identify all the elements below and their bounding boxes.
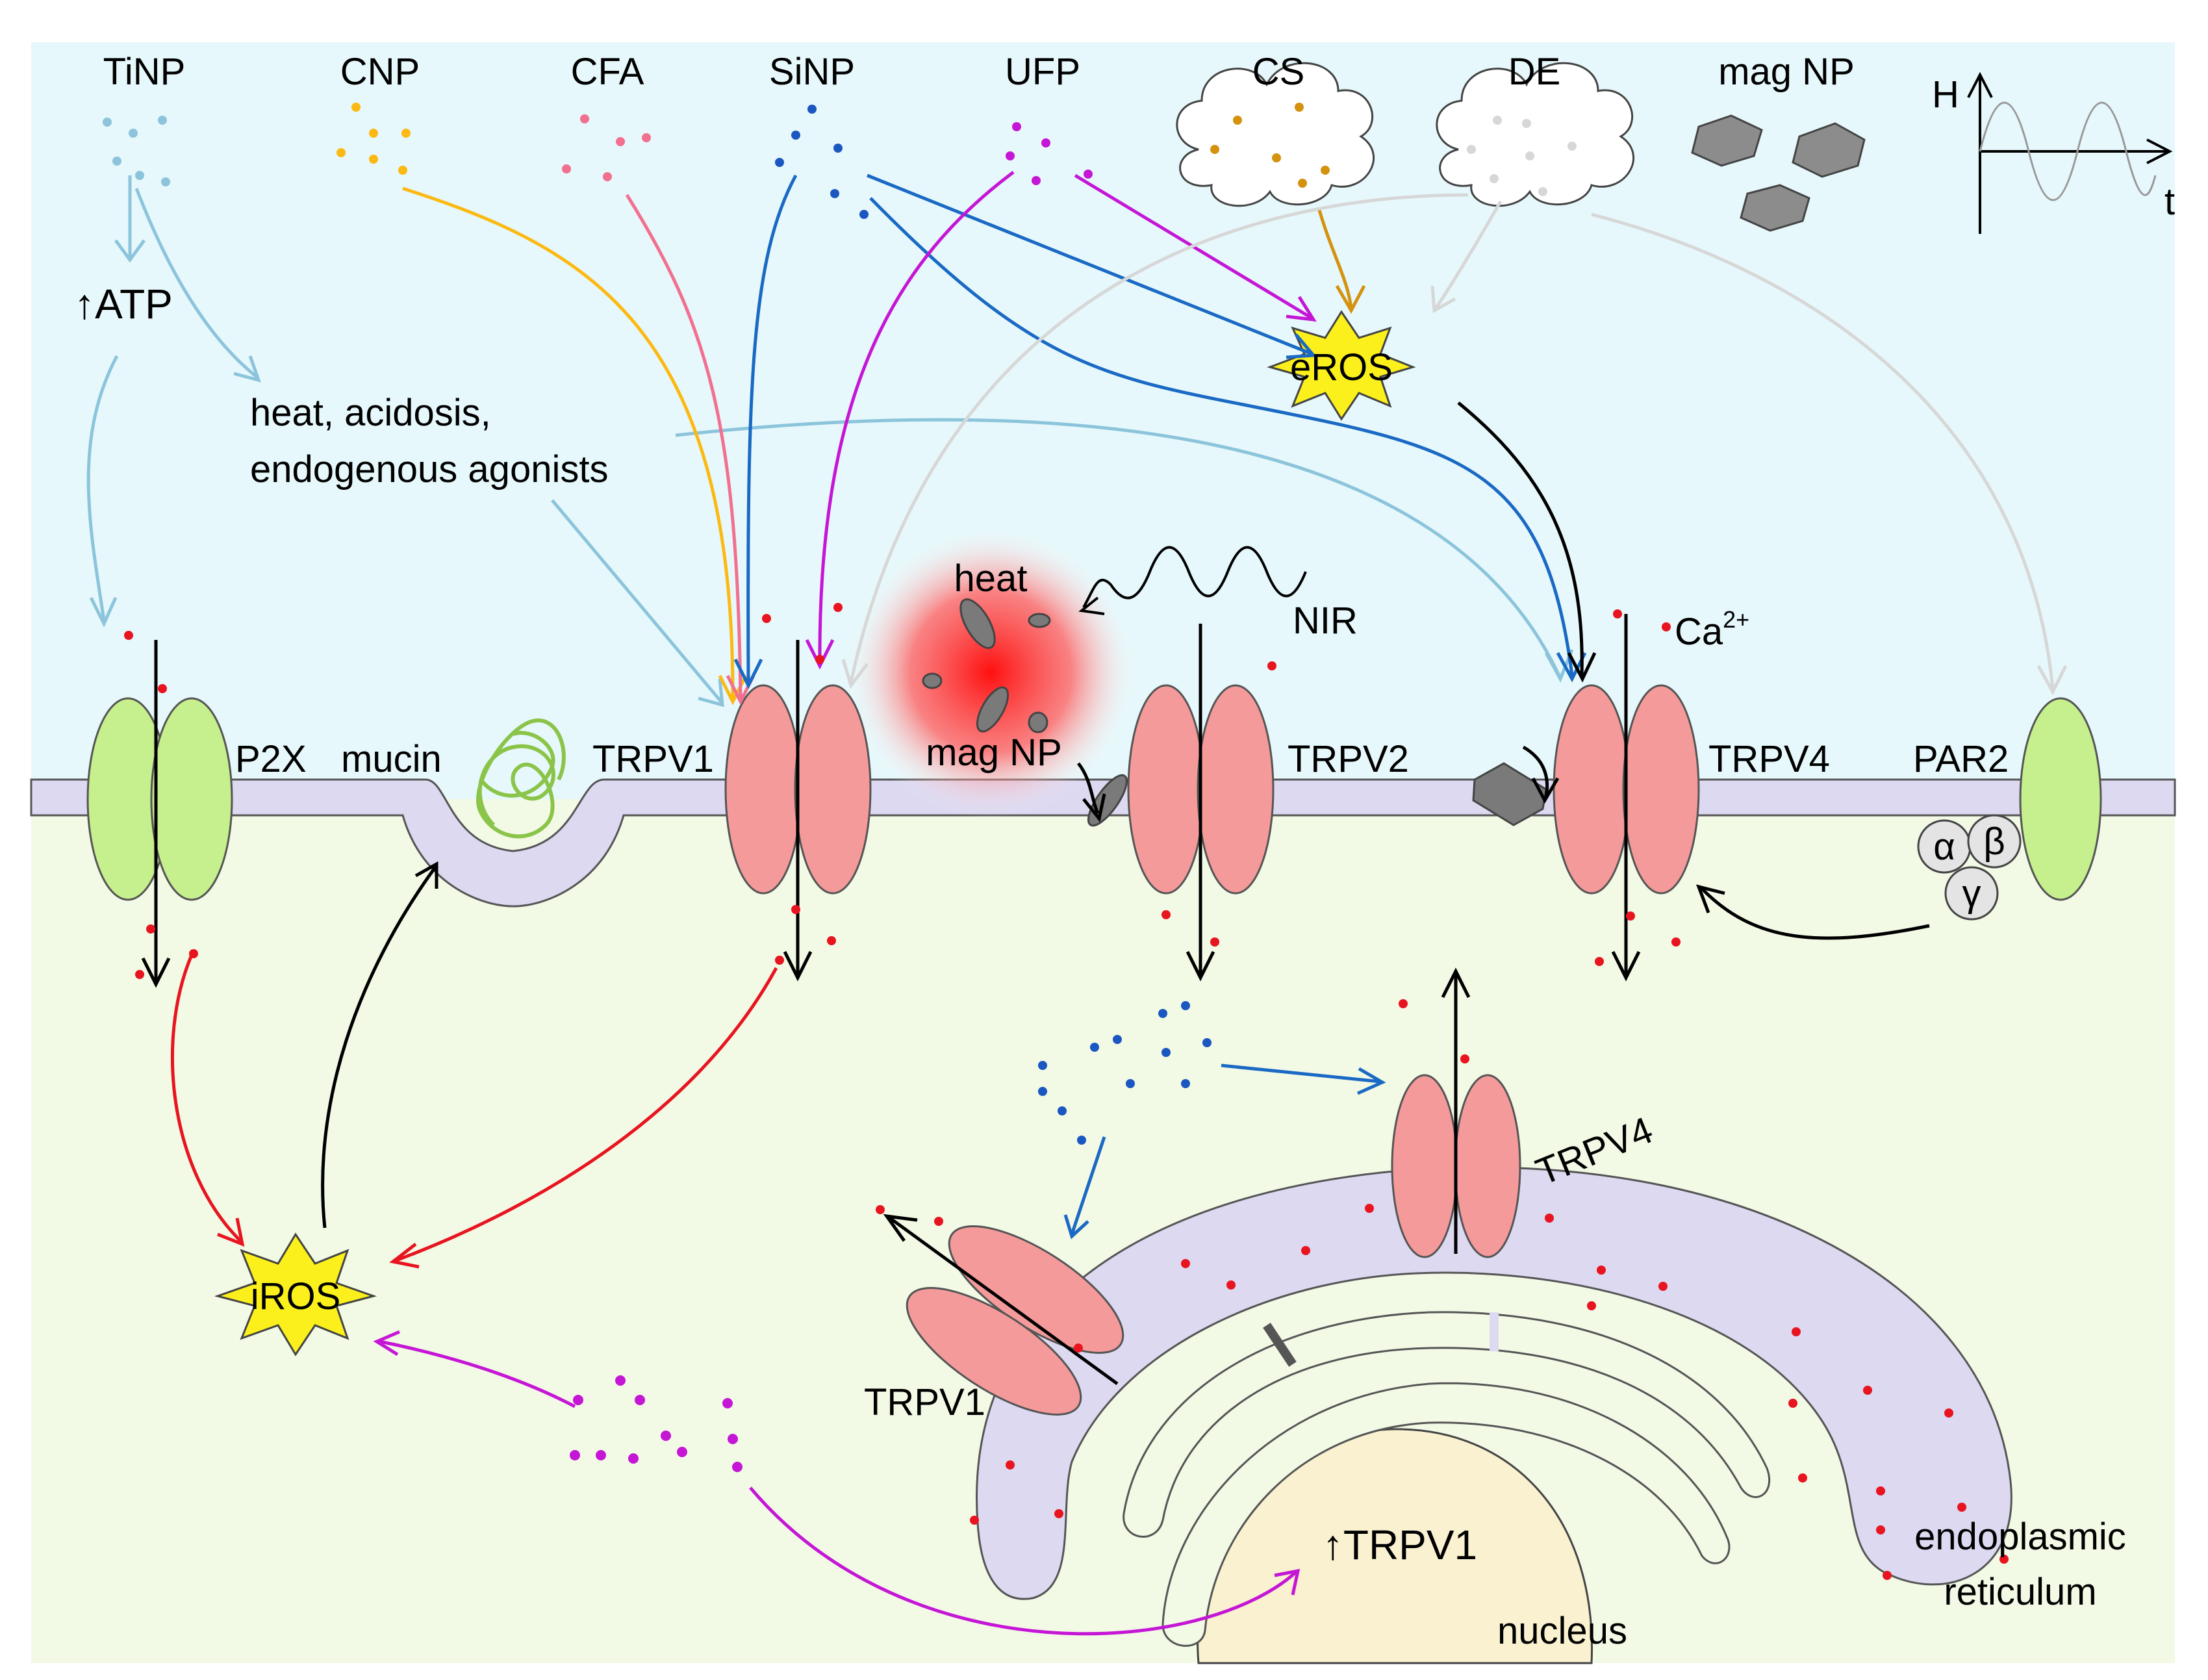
sinp-label: SiNP <box>769 51 855 93</box>
er-trpv1-flux-arrow <box>889 1216 1119 1386</box>
sinp-to-er-trpv4-arrow <box>1221 1063 1381 1084</box>
er-cisterna-1 <box>1123 1311 1771 1538</box>
atp-label: ↑ATP <box>74 281 173 327</box>
mucin-label: mucin <box>341 738 442 780</box>
heat-label: heat <box>954 557 1028 600</box>
ufp-to-trpv1-arrow <box>818 171 1015 663</box>
cytosolic-sinp-particles <box>1038 1001 1212 1145</box>
eros-label: eROS <box>1290 346 1393 388</box>
mucin-icon <box>476 718 566 839</box>
er-junction <box>1263 1323 1297 1367</box>
de-to-par2-arrow <box>1591 212 2055 689</box>
cfa-label: CFA <box>571 51 644 93</box>
g-beta-label: β <box>1983 821 2005 863</box>
par2-to-trpv4-arrow <box>1701 887 1930 940</box>
er-label-line1: endoplasmic <box>1914 1516 2126 1558</box>
sinp-to-er-trpv1-arrow <box>1070 1136 1106 1235</box>
cfa-particles <box>562 114 651 181</box>
tinp-particles <box>103 116 170 186</box>
de-cloud-icon <box>1436 62 1635 207</box>
cs-to-eros-arrow <box>1317 207 1353 309</box>
cfa-to-trpv1-arrow <box>625 194 742 699</box>
calcium-ions <box>124 603 2009 1580</box>
sinp-to-eros-arrow <box>867 173 1313 356</box>
er-trpv1-label: TRPV1 <box>864 1381 985 1423</box>
agonists-label-line2: endogenous agonists <box>250 448 608 490</box>
ufp-to-trpv1-up-arrow <box>749 1486 1297 1636</box>
eros-to-trpv4-arrow <box>1457 401 1584 676</box>
agonists-label-line1: heat, acidosis, <box>250 392 491 434</box>
p2x-label: P2X <box>235 738 307 780</box>
cnp-to-trpv1-arrow <box>402 186 735 699</box>
trpv1-to-iros-arrow <box>396 967 778 1262</box>
mag-np-trpv2-arrow <box>1077 762 1100 815</box>
trpv2-channel <box>1127 684 1275 895</box>
field-h-label: H <box>1932 73 1959 116</box>
er-trpv4-channel <box>1391 1074 1521 1258</box>
de-label: DE <box>1508 51 1561 93</box>
atp-to-p2x-arrow <box>86 355 119 621</box>
cnp-particles <box>336 103 411 175</box>
nucleus-label: nucleus <box>1497 1610 1627 1652</box>
trpv4-label: TRPV4 <box>1708 738 1830 780</box>
p2x-to-iros-arrow <box>170 954 242 1242</box>
membrane-mag-np-icon <box>1472 762 1547 826</box>
iros-star-icon <box>214 1232 377 1356</box>
trpv1-up-label: ↑TRPV1 <box>1323 1521 1477 1568</box>
ufp-label: UFP <box>1005 51 1080 93</box>
mag-np-icon <box>1691 114 1866 232</box>
nir-label: NIR <box>1293 600 1358 642</box>
de-to-eros-arrow <box>1434 200 1503 310</box>
nir-arrowhead <box>1078 596 1105 615</box>
er-trpv1-channel <box>906 1225 1124 1416</box>
cs-particles <box>1210 103 1330 188</box>
mag-np-label: mag NP <box>1718 51 1855 93</box>
mag-np-membrane-label: mag NP <box>926 732 1062 774</box>
heat-mag-np-icon <box>922 598 1051 733</box>
g-alpha-label: α <box>1933 826 1955 868</box>
trpv1-label: TRPV1 <box>592 738 714 780</box>
sinp-particles <box>775 105 869 219</box>
eros-star-icon <box>1267 310 1416 421</box>
par2-receptor <box>2019 697 2102 901</box>
heat-glow <box>844 526 1137 819</box>
field-t-label: t <box>2164 181 2175 223</box>
cytosolic-ufp-particles <box>570 1375 742 1472</box>
par2-label: PAR2 <box>1913 738 2009 780</box>
g-gamma-label: γ <box>1962 872 1981 915</box>
ufp-to-iros-arrow <box>379 1340 576 1408</box>
g-protein <box>1917 814 2022 921</box>
nir-wave-icon <box>1082 546 1307 608</box>
er-cisterna-2 <box>1161 1382 1731 1647</box>
p2x-channel <box>86 697 233 901</box>
cs-label: CS <box>1252 51 1305 93</box>
er-label-line2: reticulum <box>1944 1571 2096 1613</box>
sinp-to-trpv1-arrow <box>746 174 798 683</box>
de-particles <box>1467 116 1577 196</box>
de-to-trpv1-arrow <box>849 193 1469 683</box>
agonists-to-trpv4-arrow <box>675 418 1561 677</box>
cnp-label: CNP <box>340 51 420 93</box>
sinp-to-trpv4-arrow <box>869 197 1574 676</box>
mag-np-trpv4-arrow <box>1522 745 1549 798</box>
trpv2-label: TRPV2 <box>1288 738 1409 780</box>
trpv4-channel <box>1553 684 1700 895</box>
agonists-to-trpv1-arrow <box>551 499 722 703</box>
trpv1-channel <box>724 684 872 895</box>
intracellular-space <box>31 799 2175 1663</box>
ufp-particles <box>1006 122 1093 185</box>
tinp-to-heat-arrow <box>134 188 258 378</box>
tinp-label: TiNP <box>103 51 186 93</box>
iros-label: iROS <box>251 1275 341 1317</box>
calcium-label: Ca2+ <box>1675 606 1749 653</box>
magnetic-field-graph <box>1967 71 2173 234</box>
iros-to-mucin-arrow <box>321 866 437 1228</box>
